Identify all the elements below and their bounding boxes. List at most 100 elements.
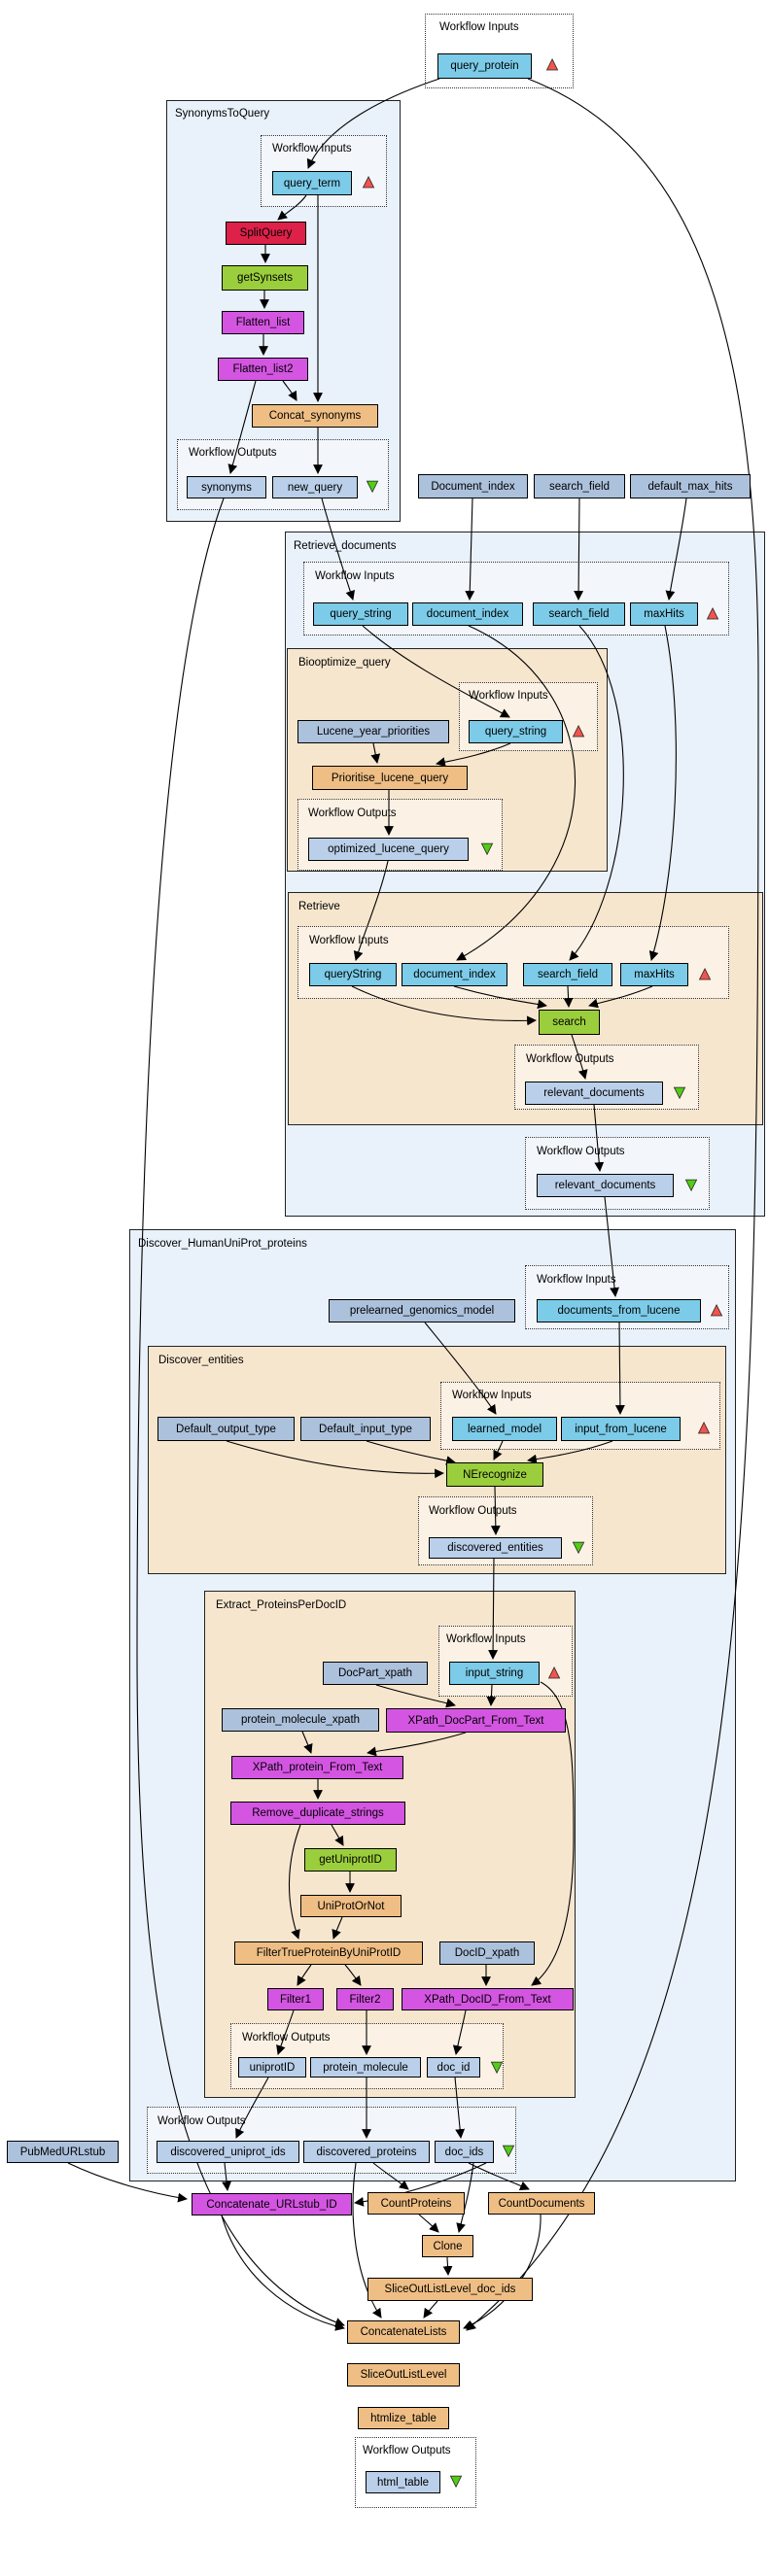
disc-workflow-outputs-label: Workflow Outputs	[157, 2115, 246, 2127]
port-rt-query-string[interactable]: queryString	[309, 963, 397, 986]
ex-workflow-outputs-label: Workflow Outputs	[242, 2032, 331, 2044]
port-rd-relevant-documents[interactable]: relevant_documents	[537, 1174, 674, 1197]
service-flatten-list2[interactable]: Flatten_list2	[218, 358, 308, 381]
de-workflow-inputs-label: Workflow Inputs	[452, 1390, 532, 1401]
port-uniprot-id[interactable]: uniprotID	[238, 2057, 306, 2078]
port-rt-relevant-documents[interactable]: relevant_documents	[525, 1082, 663, 1105]
service-remove-duplicate-strings[interactable]: Remove_duplicate_strings	[230, 1802, 405, 1825]
retrieve-documents-title: Retrieve_documents	[294, 540, 397, 552]
port-documents-from-lucene[interactable]: documents_from_lucene	[537, 1299, 701, 1322]
constant-docpart-xpath[interactable]: DocPart_xpath	[323, 1662, 428, 1685]
service-get-uniprot-id[interactable]: getUniprotID	[304, 1848, 397, 1872]
port-bo-query-string[interactable]: query_string	[469, 720, 563, 743]
input-port-icon: ▲	[542, 54, 562, 76]
service-concat-synonyms[interactable]: Concat_synonyms	[252, 404, 378, 428]
service-split-query[interactable]: SplitQuery	[226, 222, 306, 245]
biooptimize-query-title: Biooptimize_query	[298, 657, 391, 669]
service-filter1[interactable]: Filter1	[267, 1988, 324, 2010]
discover-entities-title: Discover_entities	[158, 1355, 244, 1366]
disc-workflow-inputs-label: Workflow Inputs	[537, 1274, 616, 1286]
constant-prelearned-genomics-model[interactable]: prelearned_genomics_model	[329, 1299, 515, 1322]
service-filter2[interactable]: Filter2	[336, 1988, 394, 2010]
port-rt-document-index[interactable]: document_index	[402, 963, 507, 986]
bottom-workflow-outputs-label: Workflow Outputs	[363, 2445, 451, 2456]
service-count-documents[interactable]: CountDocuments	[488, 2192, 595, 2215]
service-concatenate-lists[interactable]: ConcatenateLists	[347, 2320, 460, 2344]
bo-workflow-inputs-label: Workflow Inputs	[469, 690, 548, 702]
output-port-icon: ▼	[670, 1082, 689, 1104]
output-port-icon: ▼	[499, 2141, 518, 2162]
service-xpath-docid-from-text[interactable]: XPath_DocID_From_Text	[402, 1988, 574, 2010]
output-port-icon: ▼	[477, 839, 497, 860]
port-rt-max-hits[interactable]: maxHits	[620, 963, 688, 986]
extract-proteins-title: Extract_ProteinsPerDocID	[216, 1599, 347, 1611]
service-clone[interactable]: Clone	[422, 2235, 473, 2257]
service-count-proteins[interactable]: CountProteins	[367, 2192, 465, 2215]
constant-document-index[interactable]: Document_index	[418, 474, 528, 498]
port-query-protein[interactable]: query_protein	[437, 53, 532, 79]
syn-workflow-outputs-label: Workflow Outputs	[189, 447, 277, 459]
service-flatten-list[interactable]: Flatten_list	[222, 311, 304, 334]
input-port-icon: ▲	[359, 172, 378, 193]
service-htmlize-table[interactable]: htmlize_table	[358, 2407, 449, 2429]
output-port-icon: ▼	[487, 2057, 507, 2078]
constant-lucene-year-priorities[interactable]: Lucene_year_priorities	[297, 720, 449, 743]
port-optimized-lucene-query[interactable]: optimized_lucene_query	[308, 838, 469, 861]
service-uniprot-or-not[interactable]: UniProtOrNot	[300, 1895, 402, 1917]
port-synonyms[interactable]: synonyms	[187, 476, 266, 498]
port-discovered-uniprot-ids[interactable]: discovered_uniprot_ids	[157, 2141, 299, 2163]
de-workflow-outputs-label: Workflow Outputs	[429, 1505, 517, 1517]
constant-default-input-type[interactable]: Default_input_type	[300, 1417, 431, 1441]
output-port-icon: ▼	[682, 1175, 701, 1196]
retrieve-title: Retrieve	[298, 901, 340, 912]
rd-workflow-inputs-label: Workflow Inputs	[315, 570, 395, 582]
syn-workflow-inputs-label: Workflow Inputs	[272, 143, 352, 155]
port-doc-id[interactable]: doc_id	[427, 2057, 480, 2078]
input-port-icon: ▲	[703, 603, 722, 625]
port-input-from-lucene[interactable]: input_from_lucene	[561, 1417, 681, 1441]
service-filter-true-protein[interactable]: FilterTrueProteinByUniProtID	[234, 1941, 423, 1965]
service-slice-out-list-level[interactable]: SliceOutListLevel	[347, 2363, 460, 2387]
service-prioritise-lucene-query[interactable]: Prioritise_lucene_query	[312, 766, 468, 790]
port-learned-model[interactable]: learned_model	[452, 1417, 557, 1441]
service-nerecognize[interactable]: NErecognize	[446, 1462, 543, 1487]
ex-workflow-inputs-label: Workflow Inputs	[446, 1633, 526, 1645]
service-xpath-docpart-from-text[interactable]: XPath_DocPart_From_Text	[386, 1708, 566, 1733]
output-port-icon: ▼	[446, 2471, 466, 2492]
input-port-icon: ▲	[569, 721, 588, 742]
port-html-table[interactable]: html_table	[366, 2471, 440, 2493]
input-port-icon: ▲	[544, 1663, 564, 1684]
service-concatenate-urlstub-id[interactable]: Concatenate_URLstub_ID	[192, 2193, 352, 2215]
service-search[interactable]: search	[539, 1010, 600, 1035]
constant-pubmed-url-stub[interactable]: PubMedURLstub	[7, 2141, 119, 2163]
bo-workflow-outputs-label: Workflow Outputs	[308, 807, 397, 819]
port-new-query[interactable]: new_query	[272, 476, 358, 498]
constant-protein-molecule-xpath[interactable]: protein_molecule_xpath	[222, 1708, 379, 1732]
service-slice-out-list-level-doc-ids[interactable]: SliceOutListLevel_doc_ids	[367, 2278, 533, 2301]
output-port-icon: ▼	[569, 1537, 588, 1559]
rd-workflow-outputs-label: Workflow Outputs	[537, 1146, 625, 1157]
port-query-term[interactable]: query_term	[272, 171, 352, 195]
service-xpath-protein-from-text[interactable]: XPath_protein_From_Text	[231, 1756, 403, 1779]
port-rd-max-hits[interactable]: maxHits	[630, 602, 698, 626]
port-discovered-entities[interactable]: discovered_entities	[429, 1537, 562, 1559]
port-rt-search-field[interactable]: search_field	[523, 963, 612, 986]
port-rd-search-field[interactable]: search_field	[533, 602, 625, 626]
port-discovered-proteins[interactable]: discovered_proteins	[303, 2141, 430, 2163]
discover-humanuniprot-title: Discover_HumanUniProt_proteins	[138, 1238, 307, 1250]
rt-workflow-outputs-label: Workflow Outputs	[526, 1053, 614, 1065]
constant-default-output-type[interactable]: Default_output_type	[157, 1417, 295, 1441]
service-get-synsets[interactable]: getSynsets	[222, 265, 308, 291]
port-doc-ids[interactable]: doc_ids	[435, 2141, 494, 2163]
top-workflow-inputs-label: Workflow Inputs	[439, 21, 519, 33]
constant-default-max-hits[interactable]: default_max_hits	[630, 474, 751, 498]
port-protein-molecule[interactable]: protein_molecule	[310, 2057, 421, 2078]
constant-search-field[interactable]: search_field	[534, 474, 625, 498]
port-rd-query-string[interactable]: query_string	[313, 602, 408, 626]
rt-workflow-inputs-label: Workflow Inputs	[309, 935, 389, 946]
port-input-string[interactable]: input_string	[449, 1662, 540, 1685]
output-port-icon: ▼	[363, 476, 382, 498]
constant-docid-xpath[interactable]: DocID_xpath	[439, 1941, 535, 1965]
port-rd-document-index[interactable]: document_index	[412, 602, 523, 626]
